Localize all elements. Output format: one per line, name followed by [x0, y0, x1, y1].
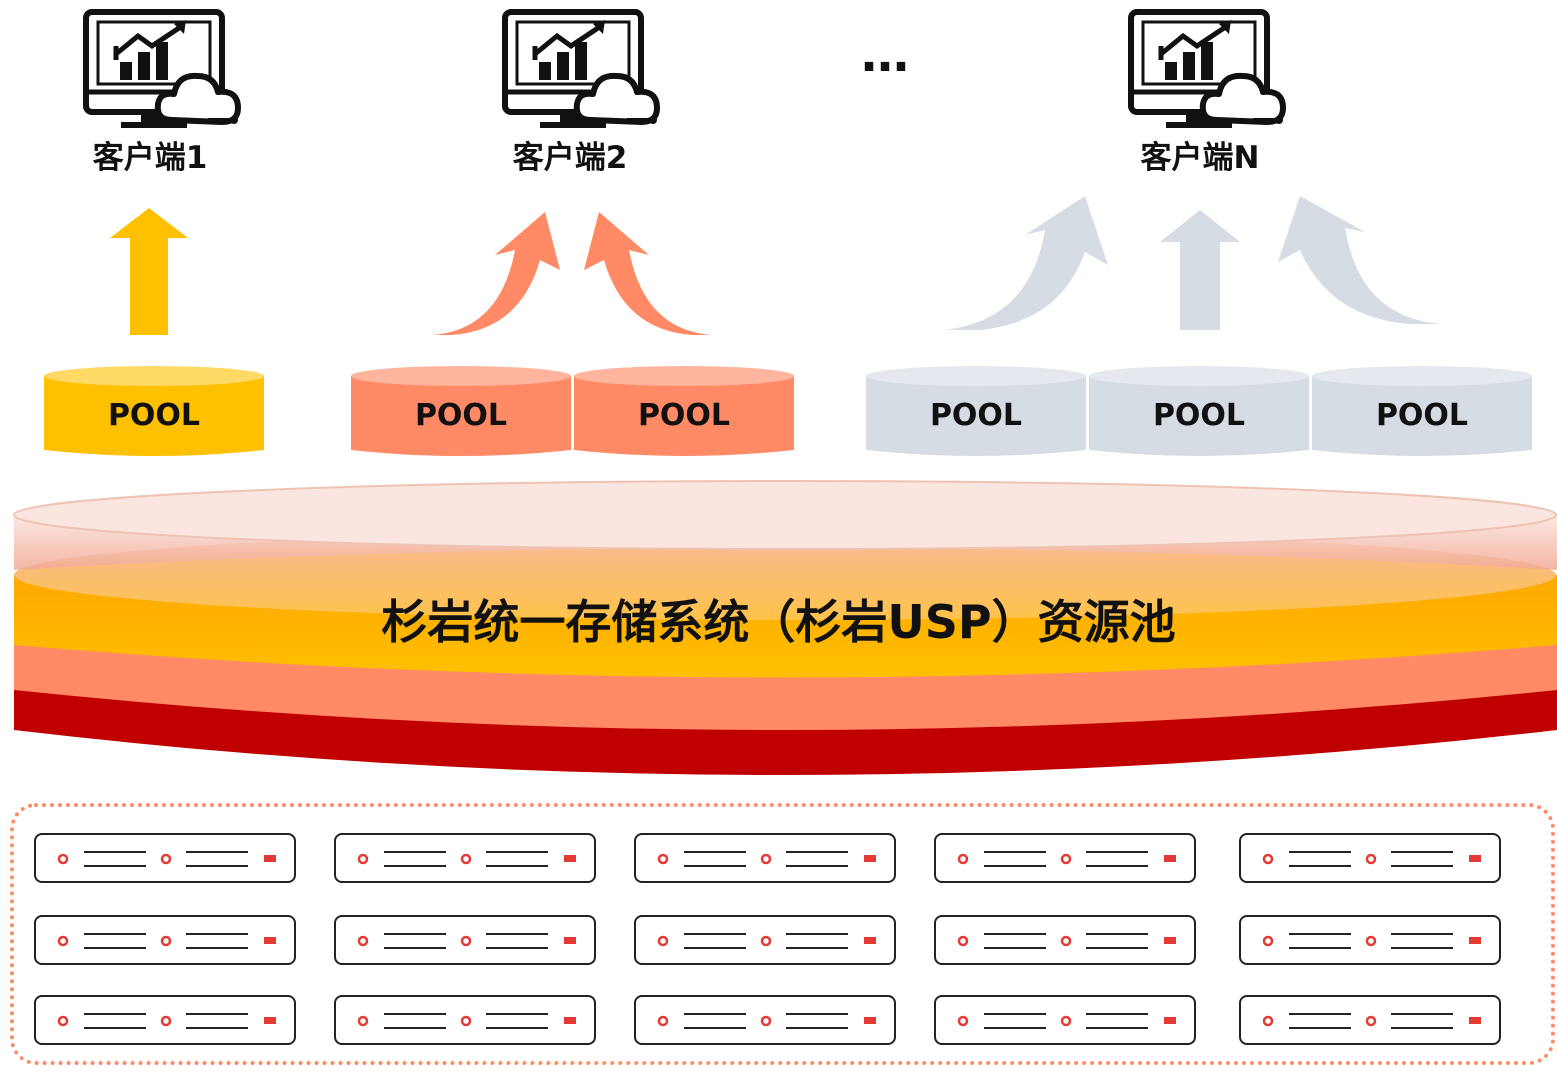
- client-2-label: 客户端2: [512, 140, 628, 176]
- monitor-cloud-icon: [505, 12, 657, 128]
- arrow-up-icon: [1160, 210, 1240, 330]
- server-node-icon: [634, 995, 896, 1045]
- ellipsis: …: [861, 27, 909, 83]
- server-node-icon: [34, 915, 296, 965]
- pool-cylinder-top: [351, 366, 571, 386]
- storage-pool-label: 杉岩统一存储系统（杉岩USP）资源池: [381, 595, 1176, 649]
- pool-cylinder: [44, 376, 264, 456]
- server-node-icon: [334, 833, 596, 883]
- server-node-icon: [934, 915, 1196, 965]
- storage-pool-cylinder: [13, 480, 1557, 775]
- server-node-icon: [1239, 995, 1501, 1045]
- pool-cylinder: [351, 376, 571, 456]
- arrow-up-icon: [110, 208, 188, 335]
- server-node-icon: [1239, 915, 1501, 965]
- pool-label: POOL: [929, 398, 1023, 433]
- pool-cylinder: [1312, 376, 1532, 456]
- pool-cylinder-top: [574, 366, 794, 386]
- pool-label: POOL: [1375, 398, 1469, 433]
- server-node-icon: [634, 915, 896, 965]
- client-1-label: 客户端1: [92, 140, 208, 176]
- pools-layer: [44, 366, 1532, 456]
- pool-label: POOL: [414, 398, 508, 433]
- server-node-icon: [934, 995, 1196, 1045]
- arrow-curved-icon: [584, 212, 712, 335]
- pool-label: POOL: [637, 398, 731, 433]
- monitor-cloud-icon: [86, 12, 238, 128]
- arrow-curved-icon: [432, 212, 560, 335]
- server-node-icon: [934, 833, 1196, 883]
- server-node-icon: [634, 833, 896, 883]
- pool-cylinder: [1089, 376, 1309, 456]
- pool-cylinder: [574, 376, 794, 456]
- pool-cylinder: [866, 376, 1086, 456]
- pool-label: POOL: [1152, 398, 1246, 433]
- monitor-cloud-icon: [1131, 12, 1283, 128]
- client-n-label: 客户端N: [1140, 140, 1260, 176]
- arrow-curved-icon: [1278, 196, 1442, 324]
- pool-cylinder-top: [44, 366, 264, 386]
- pool-cylinder-top: [866, 366, 1086, 386]
- arrow-curved-icon: [945, 196, 1108, 330]
- server-node-icon: [34, 833, 296, 883]
- server-node-icon: [334, 915, 596, 965]
- server-node-icon: [34, 995, 296, 1045]
- pool-cylinder-top: [1089, 366, 1309, 386]
- server-node-icon: [1239, 833, 1501, 883]
- pool-cylinder-top: [1312, 366, 1532, 386]
- pool-label: POOL: [107, 398, 201, 433]
- server-cluster-border: [10, 803, 1555, 1065]
- arrows-layer: [110, 196, 1442, 335]
- server-node-icon: [334, 995, 596, 1045]
